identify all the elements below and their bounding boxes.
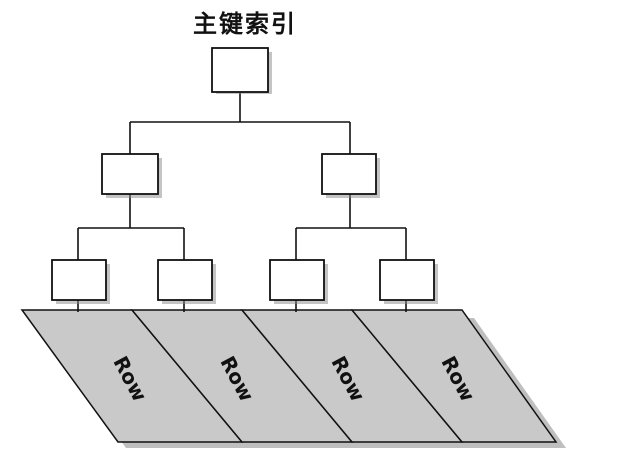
row-slab	[20, 309, 558, 443]
leaf-node-3	[269, 259, 325, 301]
diagram-title: 主键索引	[193, 10, 297, 38]
leaf-node-2	[157, 259, 213, 301]
leaf-node-1	[51, 259, 107, 301]
root-node	[211, 47, 269, 93]
tree-connectors	[77, 92, 407, 312]
row-cell-4	[350, 309, 558, 443]
inner-node-right	[321, 153, 377, 195]
inner-node-left	[101, 153, 159, 195]
tree-nodes	[51, 47, 438, 304]
leaf-node-4	[379, 259, 435, 301]
